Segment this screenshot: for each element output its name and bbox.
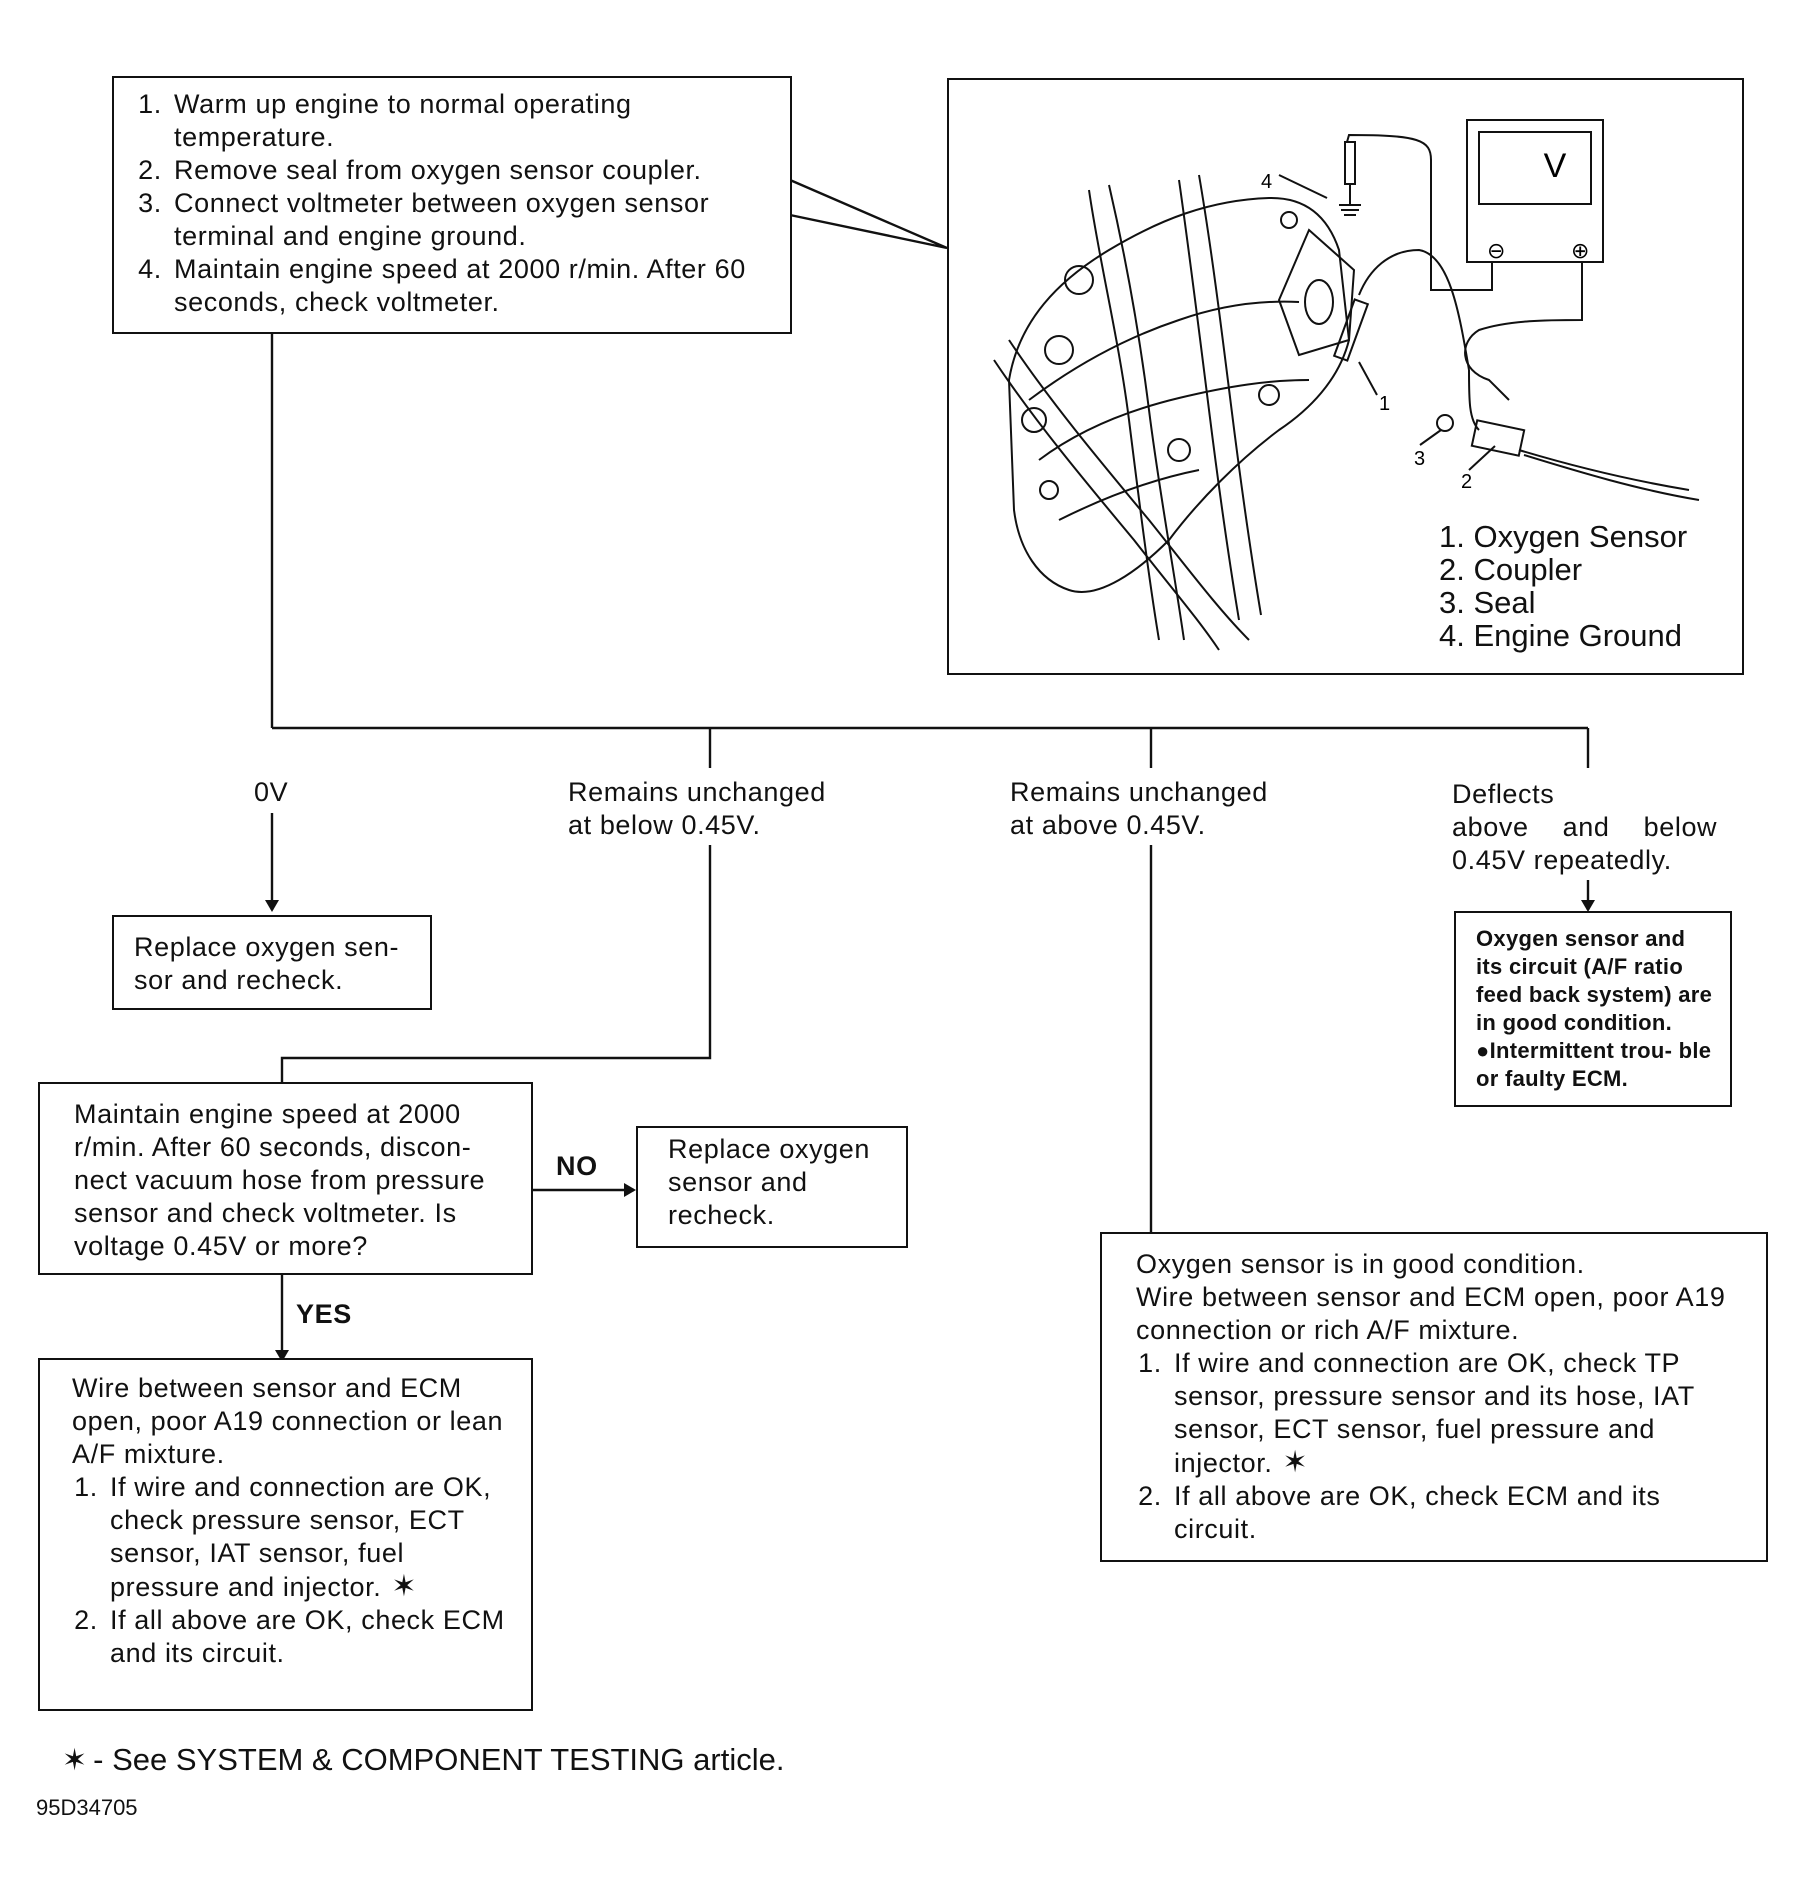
voltmeter-screen xyxy=(1478,131,1592,205)
branch-above-line: at above 0.45V. xyxy=(1010,810,1206,840)
callout-4: 4 xyxy=(1261,171,1272,193)
branch-above-line: Remains unchanged xyxy=(1010,777,1268,807)
lean-mixture-box: Wire between sensor and ECM open, poor A… xyxy=(38,1358,533,1711)
lean-item: If all above are OK, check ECM and its c… xyxy=(106,1604,507,1670)
legend-item: 2. Coupler xyxy=(1439,552,1583,587)
figure-id: 95D34705 xyxy=(36,1795,138,1820)
replace-sensor-text-2: Replace oxygen sensor and recheck. xyxy=(668,1134,871,1230)
callout-1: 1 xyxy=(1379,393,1390,415)
lean-intro: Wire between sensor and ECM open, poor A… xyxy=(72,1373,504,1469)
bolt-icon xyxy=(1039,480,1059,500)
branch-below-line: at below 0.45V. xyxy=(568,810,761,840)
footnote-text: - See SYSTEM & COMPONENT TESTING article… xyxy=(93,1742,785,1777)
branch-above-label: Remains unchanged at above 0.45V. xyxy=(1010,776,1268,842)
lean-item-text: If wire and connection are OK, check pre… xyxy=(110,1472,492,1602)
rich-item: If wire and connection are OK, check TP … xyxy=(1170,1347,1736,1480)
rich-mixture-box: Oxygen sensor is in good condition. Wire… xyxy=(1100,1232,1768,1562)
rich-intro: Oxygen sensor is in good condition. xyxy=(1136,1249,1585,1279)
step-item: Remove seal from oxygen sensor coupler. xyxy=(170,154,766,187)
bolt-icon xyxy=(1064,265,1094,295)
manifold-contour xyxy=(1028,300,1300,401)
lean-item: If wire and connection are OK, check pre… xyxy=(106,1471,507,1604)
line-below xyxy=(280,845,712,1082)
yes-label: YES xyxy=(296,1299,352,1329)
rich-item-text: If wire and connection are OK, check TP … xyxy=(1174,1348,1695,1478)
plug-wire xyxy=(1178,179,1240,621)
bolt-icon xyxy=(1044,335,1074,365)
meter-minus-icon: ⊖ xyxy=(1487,239,1505,264)
harness-wire xyxy=(1518,449,1690,491)
rich-intro: Wire between sensor and ECM open, poor A… xyxy=(1136,1282,1726,1345)
bolt-icon xyxy=(1280,211,1298,229)
bolt-icon xyxy=(1258,384,1280,406)
callout-leader xyxy=(1278,174,1328,199)
branch-deflects-line: above and below xyxy=(1452,812,1718,842)
callout-leader xyxy=(1358,361,1378,396)
plug-wire xyxy=(1198,174,1262,616)
step-item: Connect voltmeter between oxygen sensor … xyxy=(170,187,766,253)
no-label: NO xyxy=(556,1151,598,1181)
star-icon: ✶ xyxy=(1282,1446,1309,1479)
bolt-icon xyxy=(1167,438,1191,462)
branch-deflects-line: 0.45V repeatedly. xyxy=(1452,845,1672,875)
step-item: Maintain engine speed at 2000 r/min. Aft… xyxy=(170,253,766,319)
branch-deflects-label: Deflects above and below 0.45V repeatedl… xyxy=(1452,778,1732,877)
sensor-wire xyxy=(1358,248,1470,371)
callout-leader xyxy=(1419,429,1442,446)
branch-below-label: Remains unchanged at below 0.45V. xyxy=(568,776,826,842)
replace-sensor-box: Replace oxygen sen- sor and recheck. xyxy=(112,915,432,1010)
engine-ground-icon xyxy=(1339,184,1361,216)
good-condition-text: Oxygen sensor and its circuit (A/F ratio… xyxy=(1476,926,1713,1035)
branch-below-line: Remains unchanged xyxy=(568,777,826,807)
illustration-legend: 1. Oxygen Sensor 2. Coupler 3. Seal 4. E… xyxy=(1439,520,1687,652)
seal-icon xyxy=(1436,414,1454,432)
flange-hole xyxy=(1304,279,1334,325)
callout-3: 3 xyxy=(1414,448,1425,470)
step-item: Warm up engine to normal operating tempe… xyxy=(170,88,766,154)
hose xyxy=(1008,339,1250,641)
manifold-flange xyxy=(1277,228,1356,357)
engine-illustration: V ⊖ ⊕ 1 2 3 4 xyxy=(993,119,1700,651)
footnote: ✶- See SYSTEM & COMPONENT TESTING articl… xyxy=(62,1742,784,1779)
legend-item: 1. Oxygen Sensor xyxy=(1439,519,1688,554)
good-condition-bullet: ●Intermittent trou- ble or faulty ECM. xyxy=(1476,1038,1712,1091)
plug-wire xyxy=(1108,184,1185,641)
callout-2: 2 xyxy=(1461,471,1472,493)
legend-item: 3. Seal xyxy=(1439,585,1536,620)
manifold-contour xyxy=(1038,379,1310,461)
plug-wire xyxy=(1088,189,1160,641)
bolt-icon xyxy=(1021,407,1047,433)
star-icon: ✶ xyxy=(391,1570,418,1603)
coupler-icon xyxy=(1470,419,1526,457)
meter-plus-icon: ⊕ xyxy=(1571,239,1589,264)
hose xyxy=(993,359,1220,651)
rich-item: If all above are OK, check ECM and its c… xyxy=(1170,1480,1736,1546)
maintain-check-text: Maintain engine speed at 2000 r/min. Aft… xyxy=(74,1099,486,1261)
voltmeter-icon xyxy=(1466,119,1604,263)
sensor-wire xyxy=(1468,369,1480,431)
meter-label: V xyxy=(1544,147,1567,185)
illustration-box: V ⊖ ⊕ 1 2 3 4 1. Oxygen Sensor 2. Couple… xyxy=(947,78,1744,675)
maintain-check-box: Maintain engine speed at 2000 r/min. Aft… xyxy=(38,1082,533,1275)
ground-clip-icon xyxy=(1344,141,1356,185)
replace-sensor-text: Replace oxygen sen- sor and recheck. xyxy=(134,932,400,995)
harness-wire xyxy=(1523,454,1700,501)
good-condition-box: Oxygen sensor and its circuit (A/F ratio… xyxy=(1454,911,1732,1107)
branch-deflects-line: Deflects xyxy=(1452,779,1555,809)
ground-lead xyxy=(1346,133,1493,291)
manifold-shape xyxy=(1007,196,1351,593)
positive-lead xyxy=(1464,262,1583,401)
legend-item: 4. Engine Ground xyxy=(1439,618,1683,653)
replace-sensor-box-2: Replace oxygen sensor and recheck. xyxy=(636,1126,908,1248)
callout-leader xyxy=(1468,445,1496,471)
callout-pointer xyxy=(789,178,948,250)
star-icon: ✶ xyxy=(62,1744,88,1777)
oxygen-sensor-icon xyxy=(1332,298,1370,362)
branch-zero-label: 0V xyxy=(254,777,289,807)
steps-box: Warm up engine to normal operating tempe… xyxy=(112,76,792,334)
